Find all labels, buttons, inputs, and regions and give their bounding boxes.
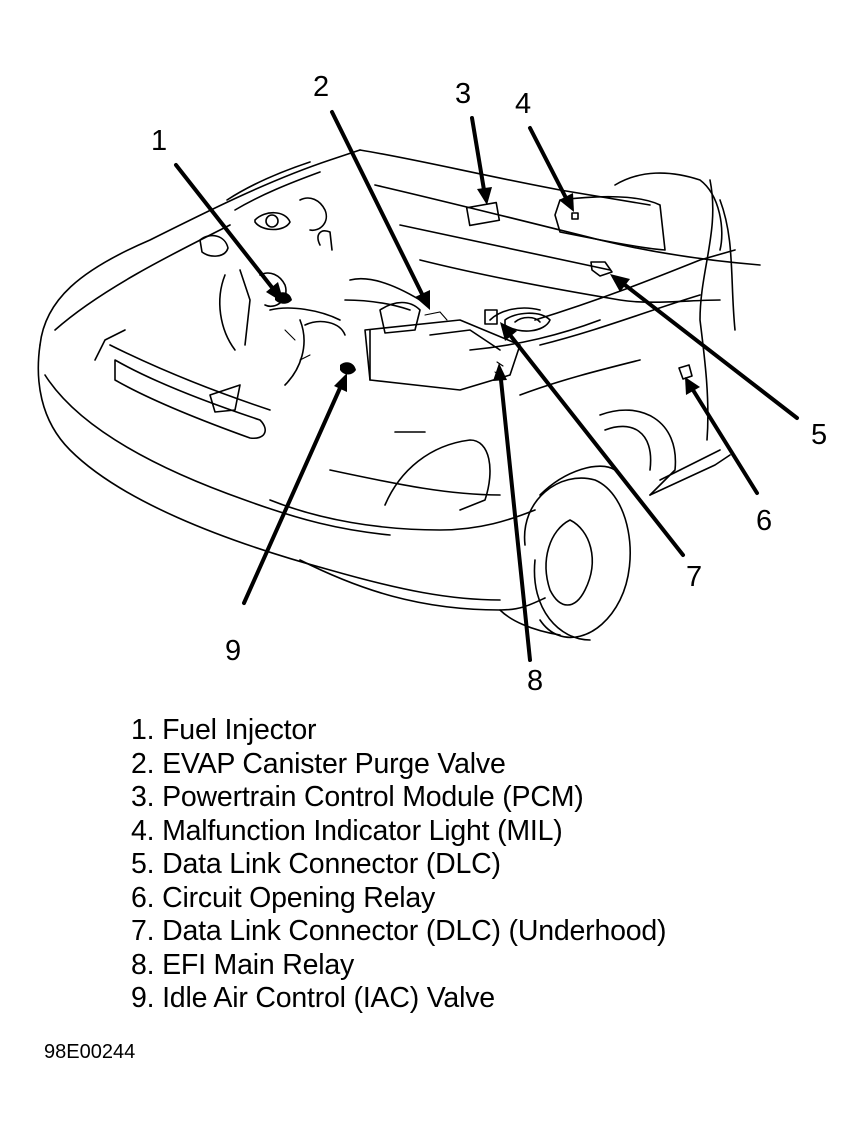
legend-item: 6. Circuit Opening Relay xyxy=(131,881,436,914)
leader-3 xyxy=(470,116,492,205)
leader-4 xyxy=(528,126,574,212)
legend-item: 1. Fuel Injector xyxy=(131,714,317,746)
legend-item: 9. Idle Air Control (IAC) Valve xyxy=(131,982,495,1014)
legend-item: 7. Data Link Connector (DLC) (Underhood) xyxy=(131,915,667,947)
callout-number-2: 2 xyxy=(313,71,330,103)
legend-item: 3. Powertrain Control Module (PCM) xyxy=(131,781,584,813)
component-legend: 1. Fuel Injector 2. EVAP Canister Purge … xyxy=(131,714,667,1016)
leader-lines xyxy=(174,110,799,662)
legend-item: 4. Malfunction Indicator Light (MIL) xyxy=(131,814,563,847)
legend-item: 5. Data Link Connector (DLC) xyxy=(131,848,501,880)
callout-number-6: 6 xyxy=(756,505,773,537)
legend-item: 2. EVAP Canister Purge Valve xyxy=(131,747,506,780)
callout-number-5: 5 xyxy=(811,419,828,451)
callout-number-3: 3 xyxy=(455,78,472,110)
leader-2 xyxy=(330,110,430,310)
legend-item: 8. EFI Main Relay xyxy=(131,948,355,981)
car-body-outline xyxy=(37,149,761,641)
leader-5 xyxy=(610,274,799,420)
callout-number-8: 8 xyxy=(527,665,544,697)
engine-compartment-diagram: 1 2 3 4 5 6 7 8 9 xyxy=(37,71,828,697)
leader-1 xyxy=(174,163,284,303)
leader-8 xyxy=(493,363,532,662)
figure-id: 98E00244 xyxy=(44,1041,136,1063)
callout-number-1: 1 xyxy=(151,125,168,157)
leader-9 xyxy=(242,373,347,605)
callout-number-7: 7 xyxy=(686,561,703,593)
leader-7 xyxy=(500,322,685,557)
car-line-art xyxy=(37,110,799,662)
callout-number-4: 4 xyxy=(515,88,532,120)
leader-6 xyxy=(685,377,759,495)
callout-number-9: 9 xyxy=(225,635,242,667)
